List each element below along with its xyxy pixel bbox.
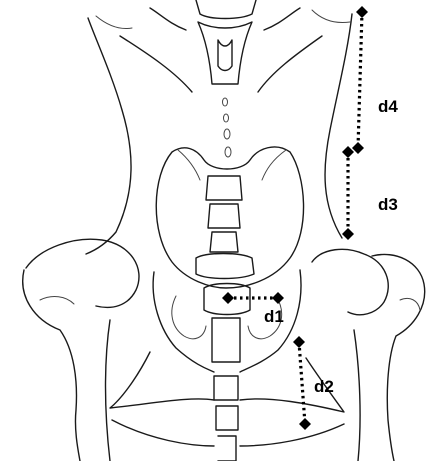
measurement-d4 <box>352 6 368 154</box>
d2-end-marker <box>299 418 311 430</box>
left-femur <box>23 270 80 461</box>
pelvic-inlet <box>156 147 303 288</box>
label-d3: d3 <box>378 195 398 214</box>
d3-end-marker <box>342 228 354 240</box>
inlet-inner-right <box>262 150 286 180</box>
sacrum-wing-right <box>264 8 300 30</box>
measurement-d1 <box>222 292 284 304</box>
caudal-vertebrae <box>196 176 254 461</box>
label-d2: d2 <box>314 377 334 396</box>
left-ilium-crest <box>96 16 132 29</box>
sacrum-center-body <box>218 40 232 71</box>
sacrum <box>198 22 252 84</box>
left-ilium-wing <box>86 18 131 254</box>
right-femur <box>372 254 425 461</box>
pelvis-outline <box>23 0 425 461</box>
sacrum-wing-left <box>150 8 186 30</box>
right-femoral-head <box>312 249 388 314</box>
right-ilium-wing <box>325 14 352 238</box>
inlet-inner-left <box>178 150 200 180</box>
right-ilium-inner <box>258 36 322 92</box>
pubic-floor <box>110 352 214 408</box>
d4-start-marker <box>356 6 368 18</box>
measurement-d3 <box>342 146 354 240</box>
d1-start-marker <box>222 292 234 304</box>
sacral-foramina <box>223 98 232 157</box>
label-d1: d1 <box>264 307 284 326</box>
left-femoral-head <box>26 239 139 307</box>
right-trochanter <box>400 298 420 310</box>
label-d4: d4 <box>378 97 398 116</box>
right-femur-medial <box>354 330 360 461</box>
lumbar-vertebra-top <box>196 0 256 19</box>
left-femur-medial <box>106 320 111 461</box>
left-ilium-inner <box>120 36 192 92</box>
measurement-d2 <box>293 336 311 430</box>
left-trochanter <box>40 297 74 304</box>
left-obturator <box>172 296 206 339</box>
d2-start-marker <box>293 336 305 348</box>
right-ilium-crest <box>312 10 350 23</box>
d1-end-marker <box>272 292 284 304</box>
